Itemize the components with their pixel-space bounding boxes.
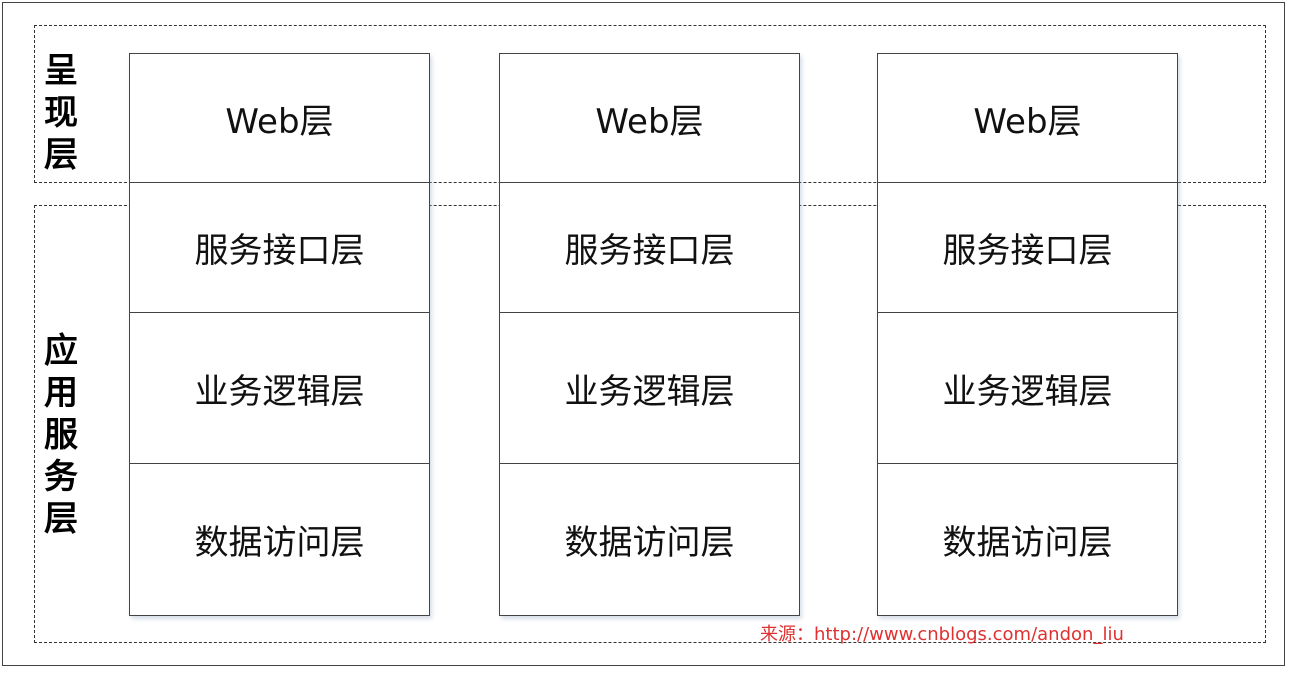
layer-stack-1: Web层 服务接口层 业务逻辑层 数据访问层 [129, 53, 430, 616]
service-interface-layer: 服务接口层 [500, 183, 799, 313]
data-access-layer: 数据访问层 [942, 523, 1113, 563]
data-access-layer: 数据访问层 [564, 523, 735, 563]
service-interface-layer: 服务接口层 [878, 183, 1177, 313]
layer-stack-3: Web层 服务接口层 业务逻辑层 数据访问层 [877, 53, 1178, 616]
presentation-region-label: 呈现层 [44, 51, 78, 175]
layer-stack-2: Web层 服务接口层 业务逻辑层 数据访问层 [499, 53, 800, 616]
web-layer: Web层 [130, 54, 429, 183]
business-logic-layer: 业务逻辑层 [878, 313, 1177, 464]
business-logic-layer: 业务逻辑层 [500, 313, 799, 464]
source-attribution: 来源：http://www.cnblogs.com/andon_liu [760, 624, 1124, 645]
web-layer: Web层 [500, 54, 799, 183]
application-region-label: 应用服务层 [44, 331, 78, 539]
business-logic-layer: 业务逻辑层 [130, 313, 429, 464]
data-access-layer: 数据访问层 [194, 523, 365, 563]
web-layer: Web层 [878, 54, 1177, 183]
service-interface-layer: 服务接口层 [130, 183, 429, 313]
